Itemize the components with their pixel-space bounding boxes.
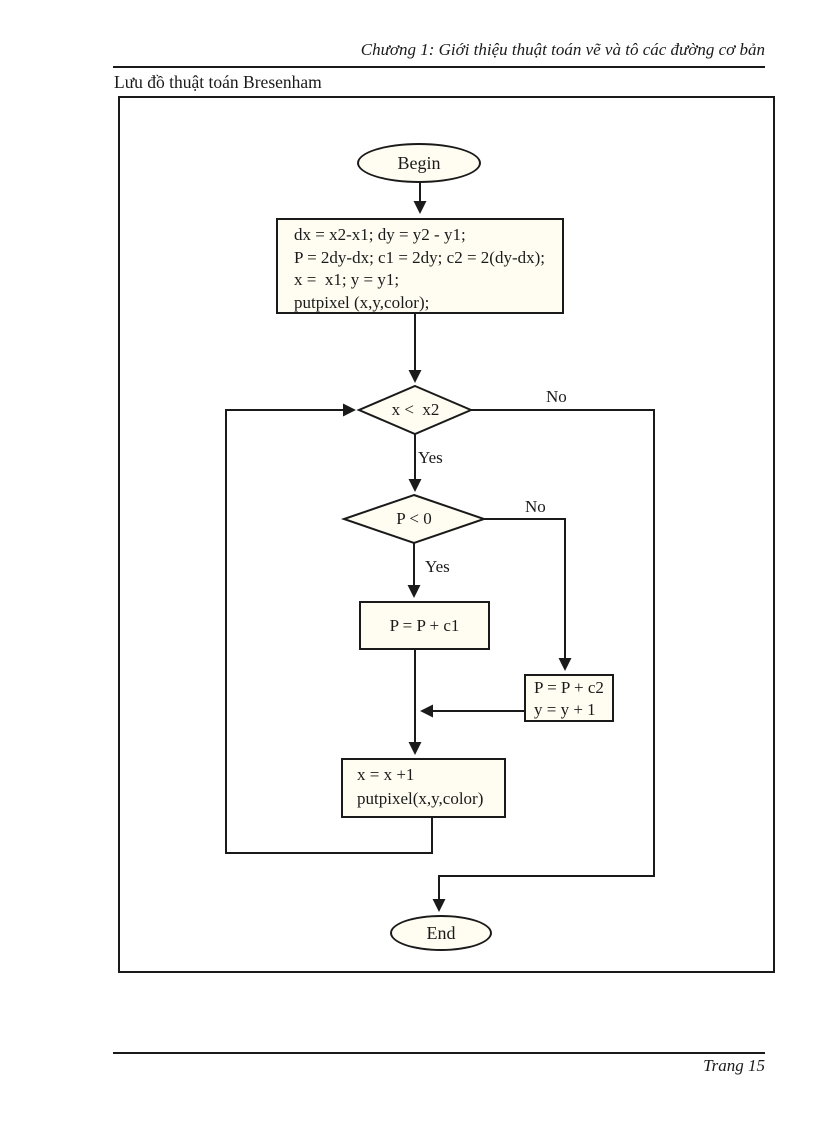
flowchart-connectors (225, 183, 655, 912)
footer-rule (113, 1052, 765, 1054)
decision-x-label: x < x2 (391, 400, 440, 419)
page-number: Trang 15 (703, 1056, 765, 1075)
increment-box: x = x +1 putpixel(x,y,color) (341, 758, 506, 818)
end-label: End (426, 922, 456, 943)
no-label-decision-x: No (546, 387, 567, 406)
flowchart-frame: Begin dx = x2-x1; dy = y2 - y1; P = 2dy-… (118, 96, 775, 973)
decision-p-label: P < 0 (396, 509, 432, 528)
no-branch-x-to-end-connector (432, 409, 655, 912)
yes-label-decision-x: Yes (418, 448, 443, 467)
chapter-header-title: Chương 1: Giới thiệu thuật toán vẽ và tô… (360, 40, 765, 59)
increment-line: x = x +1 (357, 765, 415, 784)
decision-p-diamond (340, 493, 488, 545)
update-p-c1-label: P = P + c1 (389, 615, 460, 635)
flowchart-caption: Lưu đồ thuật toán Bresenham (114, 72, 322, 92)
update-p-c1-box: P = P + c1 (359, 601, 490, 650)
begin-terminator: Begin (357, 143, 481, 183)
init-line: x = x1; y = y1; (294, 270, 400, 289)
end-terminator: End (390, 915, 492, 951)
loop-back-connector (225, 403, 433, 854)
init-line: putpixel (x,y,color); (294, 292, 430, 312)
init-line: dx = x2-x1; dy = y2 - y1; (294, 225, 466, 244)
no-branch-p-connector (484, 518, 572, 671)
init-line: P = 2dy-dx; c1 = 2dy; c2 = 2(dy-dx); (294, 247, 545, 267)
increment-line: putpixel(x,y,color) (357, 789, 484, 808)
begin-label: Begin (397, 152, 441, 173)
update-p-c2-line: P = P + c2 (534, 678, 604, 697)
init-process-box: dx = x2-x1; dy = y2 - y1; P = 2dy-dx; c1… (276, 218, 564, 314)
header-rule (113, 66, 765, 68)
update-p-c2-box: P = P + c2 y = y + 1 (524, 674, 614, 722)
decision-x-diamond (356, 384, 474, 436)
yes-label-decision-p: Yes (425, 557, 450, 576)
no-label-decision-p: No (525, 497, 546, 516)
update-p-c2-line: y = y + 1 (534, 699, 596, 719)
